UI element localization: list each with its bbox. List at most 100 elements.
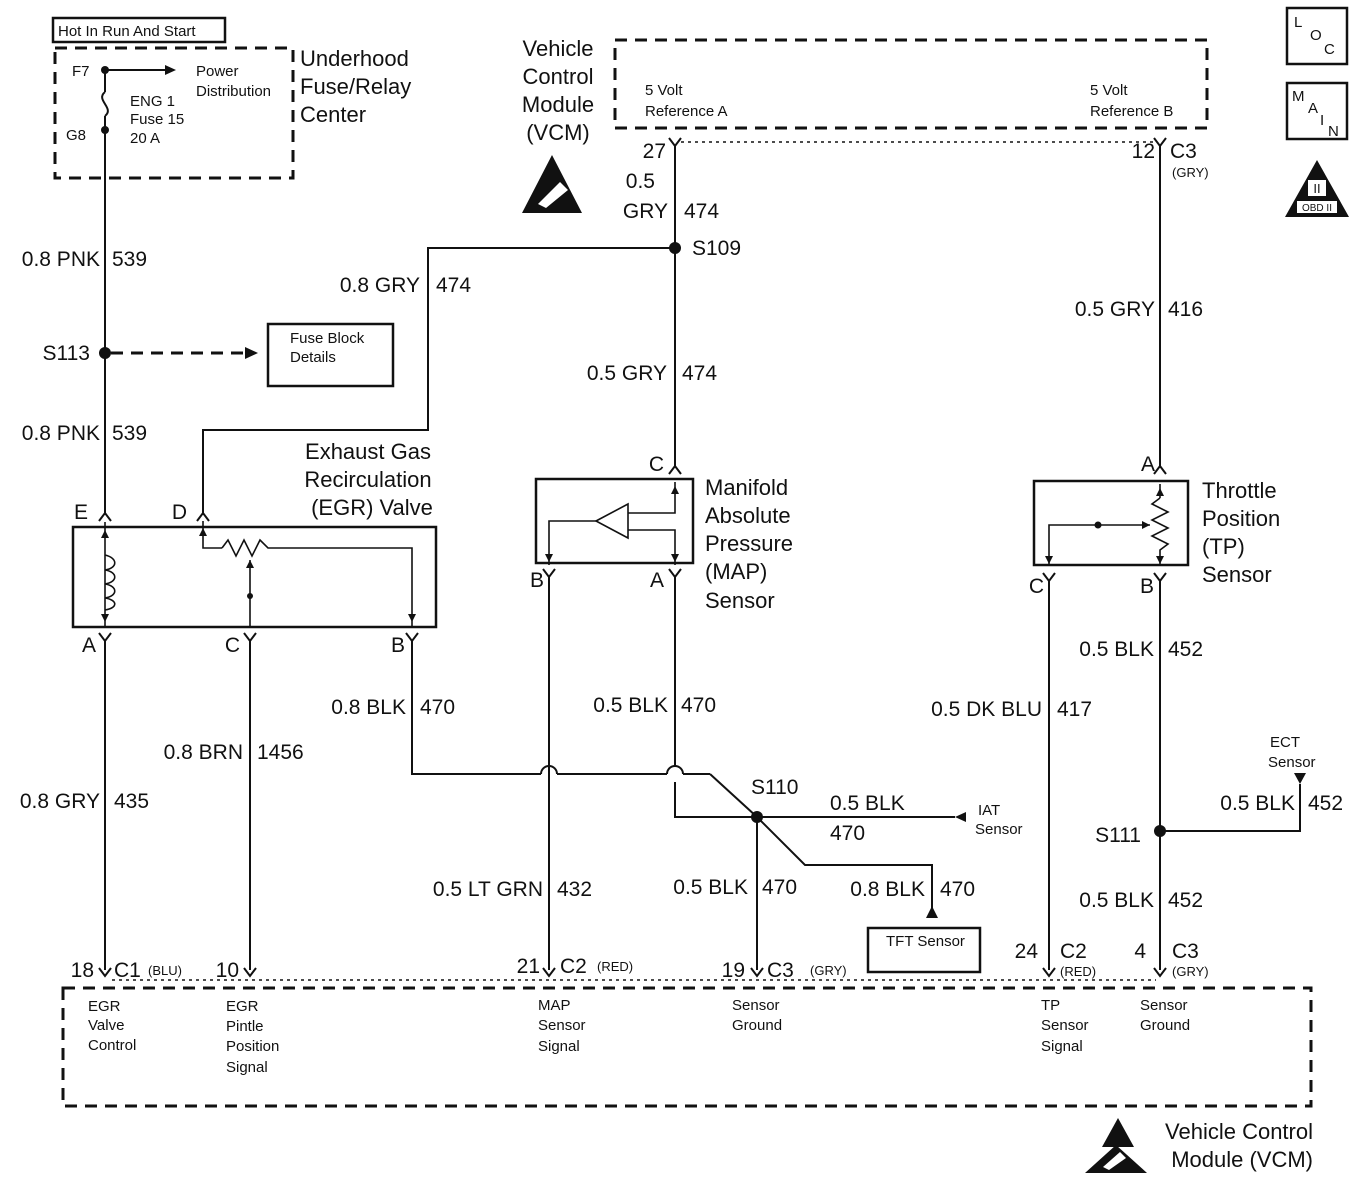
g8-label: G8 xyxy=(66,127,86,144)
wire-blk470-map-label: 0.5 BLK xyxy=(593,694,668,717)
map-sensor: Manifold Absolute Pressure (MAP) Sensor … xyxy=(530,453,793,613)
obd-text: OBD II xyxy=(1302,203,1332,214)
pin-4-label: 4 xyxy=(1134,940,1146,963)
tp-title-2: Position xyxy=(1202,506,1280,531)
wire-number-pnk-upper: 539 xyxy=(112,248,147,271)
wire-gry435-label: 0.8 GRY xyxy=(20,790,100,813)
pin-27: 27 xyxy=(643,140,666,163)
s110-label: S110 xyxy=(751,776,799,799)
map-title-3: Pressure xyxy=(705,531,793,556)
wire-gry-435: 0.8 GRY 435 xyxy=(20,641,149,970)
vcm-pin-18: 18 C1 (BLU) xyxy=(71,959,182,982)
hot-in-run-box: Hot In Run And Start xyxy=(51,16,227,44)
loc-o: O xyxy=(1310,27,1322,44)
tp-sensor: Throttle Position (TP) Sensor A C B xyxy=(1029,453,1280,598)
wire-blk452-ect-label: 0.5 BLK xyxy=(1220,792,1295,815)
fuse-block-details-box: Fuse Block Details xyxy=(266,322,395,388)
pin-21-label: 21 xyxy=(517,955,540,978)
pin-18-label: 18 xyxy=(71,959,94,982)
wire-dkblu417-number: 417 xyxy=(1057,698,1092,721)
egr-pintle-4: Signal xyxy=(226,1059,268,1076)
egr-pin-a: A xyxy=(82,634,96,657)
main-n: N xyxy=(1328,123,1339,140)
conn-c2-color: (RED) xyxy=(597,959,633,974)
wire-gry416-number: 416 xyxy=(1168,298,1203,321)
wire-gry474-gauge: 0.5 xyxy=(626,170,655,193)
loc-c: C xyxy=(1324,41,1335,58)
map-signal-3: Signal xyxy=(538,1038,580,1055)
vcm-bottom: 18 C1 (BLU) 10 21 C2 (RED) 19 C3 (GRY) 2… xyxy=(61,940,1313,1173)
amplifier-icon xyxy=(545,482,679,565)
ref-b-line-2: Reference B xyxy=(1090,103,1173,120)
conn-c3-color: (GRY) xyxy=(810,963,847,978)
tp-title-3: (TP) xyxy=(1202,534,1245,559)
main-a: A xyxy=(1308,100,1318,117)
pin-12: 12 xyxy=(1132,140,1155,163)
wire-pnk-539: 0.8 PNK 539 0.8 PNK 539 xyxy=(22,130,147,515)
vcm-top-title-3: Module xyxy=(522,92,594,117)
esd-warning-icon xyxy=(522,155,582,213)
wire-gry474-egr-number: 474 xyxy=(436,274,471,297)
fuse-icon xyxy=(101,91,109,117)
wire-gry474-egr-label: 0.8 GRY xyxy=(340,274,420,297)
f7-label: F7 xyxy=(72,63,90,80)
conn-c1-color: (BLU) xyxy=(148,963,182,978)
wire-blk470-map-number: 470 xyxy=(681,694,716,717)
signal-sensor-ground-1: Sensor Ground xyxy=(732,997,782,1034)
wire-label-pnk-upper: 0.8 PNK xyxy=(22,248,100,271)
fuse-rating: 20 A xyxy=(130,130,160,147)
map-signal-1: MAP xyxy=(538,997,571,1014)
conn-c2b-color: (RED) xyxy=(1060,964,1096,979)
wire-ltgrn432-number: 432 xyxy=(557,878,592,901)
map-pin-c: C xyxy=(649,453,664,476)
sensor-ground-2-b: Ground xyxy=(1140,1017,1190,1034)
vcm-top-title-1: Vehicle xyxy=(523,36,594,61)
ect-label-1: ECT xyxy=(1270,734,1300,751)
vcm-pin-10: 10 xyxy=(216,959,257,982)
hot-in-run-label: Hot In Run And Start xyxy=(58,23,196,40)
map-title-4: (MAP) xyxy=(705,559,767,584)
s111-label: S111 xyxy=(1095,824,1141,847)
wire-blk452-gnd-number: 452 xyxy=(1168,889,1203,912)
ect-connector-icon xyxy=(1294,773,1306,784)
fuse-name: ENG 1 xyxy=(130,93,175,110)
fuse-center-title-3: Center xyxy=(300,102,366,127)
egr-title-1: Exhaust Gas xyxy=(305,439,431,464)
tp-pin-b: B xyxy=(1140,575,1154,598)
splice-s113: S113 xyxy=(43,342,258,365)
wire-blk452-tp-label: 0.5 BLK xyxy=(1079,638,1154,661)
tp-signal-2: Sensor xyxy=(1041,1017,1089,1034)
ref-a-line-2: Reference A xyxy=(645,103,728,120)
egr-control-1: EGR xyxy=(88,998,121,1015)
sensor-ground-1-a: Sensor xyxy=(732,997,780,1014)
signal-map: MAP Sensor Signal xyxy=(538,997,586,1055)
loc-l: L xyxy=(1294,14,1302,31)
egr-pin-d: D xyxy=(172,501,187,524)
egr-title-3: (EGR) Valve xyxy=(311,495,433,520)
wire-blk470-iat-label: 0.5 BLK xyxy=(830,792,905,815)
wire-blk-470-egr: 0.8 BLK 470 xyxy=(331,641,710,775)
egr-pin-e: E xyxy=(74,501,88,524)
conn-c3-top-color: (GRY) xyxy=(1172,165,1209,180)
s113-label: S113 xyxy=(43,342,91,365)
signal-tp: TP Sensor Signal xyxy=(1041,997,1089,1055)
wire-gry-474: 0.5 GRY 474 S109 0.8 GRY 474 0.5 GRY 474 xyxy=(202,146,741,515)
vcm-top: Vehicle Control Module (VCM) 5 Volt Refe… xyxy=(522,36,1209,213)
tp-title-4: Sensor xyxy=(1202,562,1272,587)
wire-blk-452: 0.5 BLK 452 S111 0.5 BLK 452 ECT Sensor … xyxy=(1079,581,1343,970)
wire-blk452-tp-number: 452 xyxy=(1168,638,1203,661)
wire-blk470-iat-number: 470 xyxy=(830,822,865,845)
fuse-block-label-1: Fuse Block xyxy=(290,330,365,347)
vcm-bottom-title-2: Module (VCM) xyxy=(1171,1147,1313,1172)
pin-19-label: 19 xyxy=(722,959,745,982)
tp-pin-c: C xyxy=(1029,575,1044,598)
wire-blk-470-map: 0.5 BLK 470 xyxy=(593,577,757,818)
sensor-ground-1-b: Ground xyxy=(732,1017,782,1034)
tp-title-1: Throttle xyxy=(1202,478,1277,503)
s109-label: S109 xyxy=(692,237,741,260)
esd-warning-icon-bottom-2 xyxy=(1085,1145,1147,1173)
main-m: M xyxy=(1292,88,1305,105)
power-distribution-1: Power xyxy=(196,63,239,80)
tp-signal-1: TP xyxy=(1041,997,1060,1014)
wire-blk470-egr-label: 0.8 BLK xyxy=(331,696,406,719)
